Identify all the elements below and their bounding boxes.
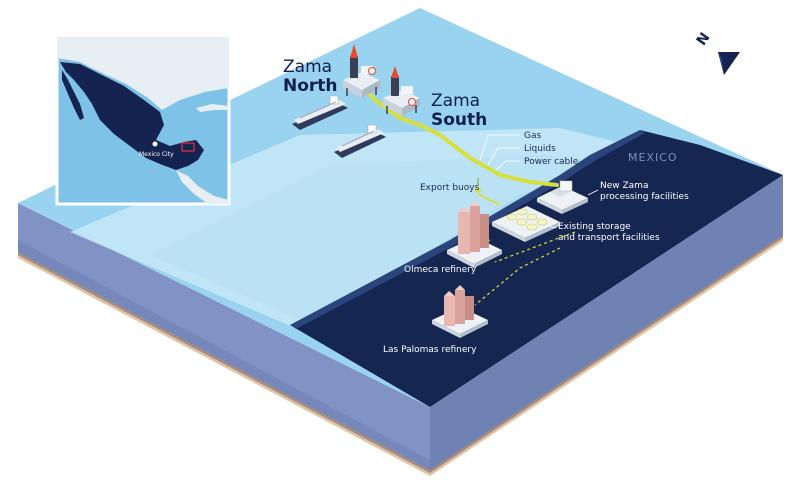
coast-highlight: [290, 130, 645, 329]
mid-water: [150, 155, 600, 320]
tanker-ship-icon: [292, 95, 348, 130]
zama-north-platform-icon: [343, 44, 380, 98]
mexico-city-label: Mexico City: [139, 151, 174, 158]
liquids-label: Liquids: [524, 144, 556, 154]
block-side-shade: [18, 240, 430, 473]
baja-peninsula: [62, 70, 84, 120]
buoy-pipeline: [477, 193, 501, 206]
storage-label-1: Existing storage: [558, 222, 631, 232]
export-buoy-icon: [475, 178, 481, 193]
compass-letter: N: [694, 30, 714, 49]
usa-landmass: [57, 37, 229, 110]
zama-south-platform-icon: [383, 66, 420, 116]
olmeca-refinery-icon: [447, 201, 502, 268]
project-area-marker: [181, 142, 195, 152]
gas-label: Gas: [524, 131, 541, 141]
new-processing-facility-icon: [537, 180, 588, 214]
mexico-land: [290, 130, 783, 407]
pipeline-leaders: [479, 134, 520, 171]
central-america: [176, 170, 229, 204]
block-front-side: [430, 175, 783, 473]
tanker-ship-icon: [334, 124, 386, 158]
mexico-city-marker: [152, 141, 158, 147]
facility-leader: [587, 189, 599, 196]
zama-north-label-2: North: [283, 76, 338, 96]
mexico-inset-land: [60, 62, 204, 170]
cuba-island: [196, 104, 229, 112]
seabed-strip-front: [430, 235, 783, 476]
storage-leader: [547, 225, 557, 229]
las-palomas-label: Las Palomas refinery: [383, 345, 477, 355]
new-facility-label-1: New Zama: [600, 181, 648, 191]
olmeca-label: Olmeca refinery: [404, 265, 477, 275]
power-cable-label: Power cable: [524, 157, 579, 167]
north-arrow-icon: [718, 52, 740, 75]
export-buoys-label: Export buoys: [420, 183, 480, 193]
seabed-strip: [18, 252, 430, 476]
zama-south-label-1: Zama: [431, 91, 480, 111]
new-facility-label-2: processing facilities: [600, 192, 689, 202]
country-label: MEXICO: [628, 151, 678, 164]
zama-south-label-2: South: [431, 110, 487, 130]
zama-north-label-1: Zama: [283, 57, 332, 77]
storage-label-2: and transport facilities: [558, 233, 660, 243]
inset-map: Mexico City: [55, 35, 231, 206]
las-palomas-refinery-icon: [432, 285, 488, 338]
